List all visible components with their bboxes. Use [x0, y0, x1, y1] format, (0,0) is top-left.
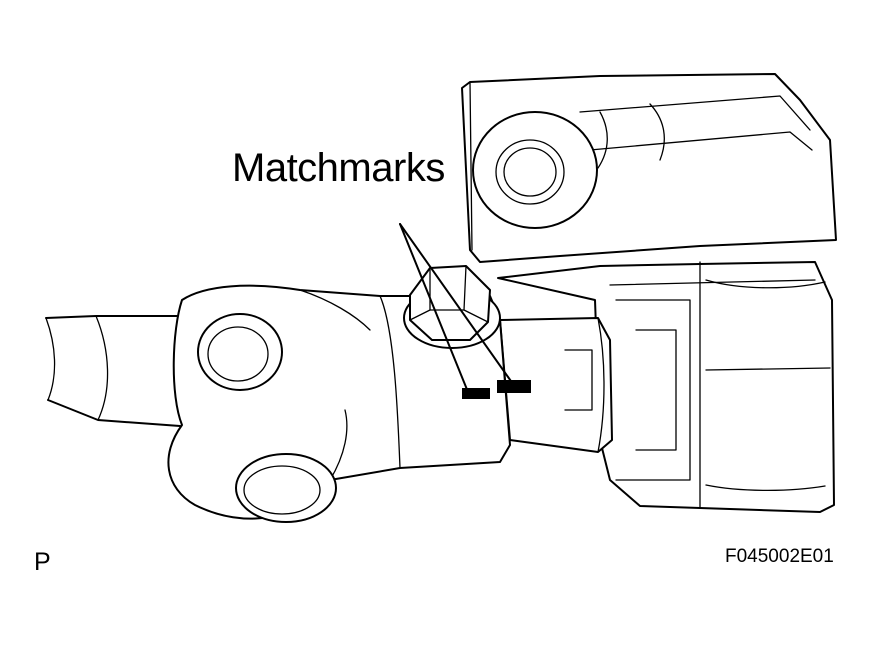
housing-mounting-eye	[472, 111, 598, 229]
view-letter: P	[34, 548, 51, 576]
matchmark-leader-lines	[399, 223, 514, 393]
matchmarks-callout-label: Matchmarks	[232, 146, 445, 190]
matchmark-yoke	[497, 380, 531, 393]
matchmarks	[462, 380, 531, 399]
steering-gear-housing	[461, 73, 837, 263]
intermediate-shaft	[45, 315, 201, 427]
clamp-bolt	[403, 265, 501, 349]
matchmark-shaft	[462, 388, 490, 399]
figure-code: F045002E01	[725, 546, 834, 567]
universal-joint-yoke	[167, 284, 511, 523]
